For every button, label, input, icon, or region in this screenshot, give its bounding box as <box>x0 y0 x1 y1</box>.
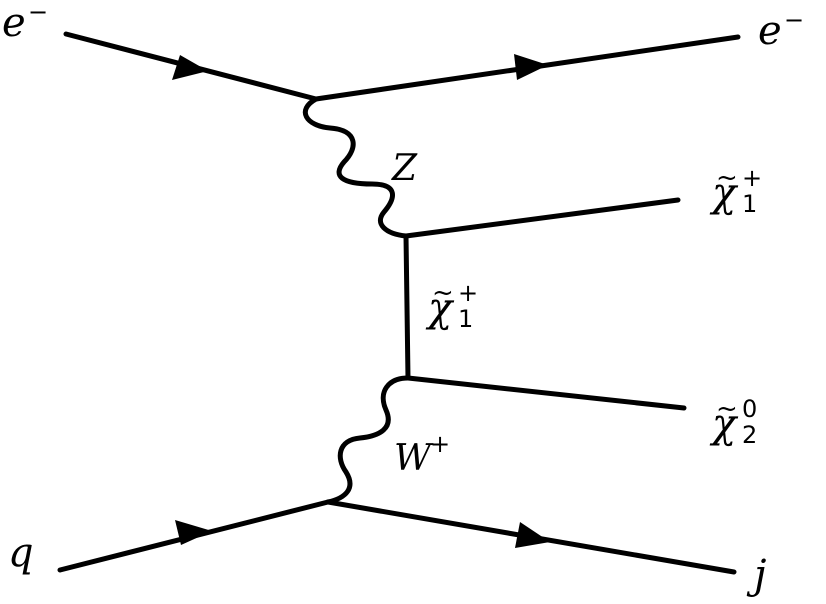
w-boson-propagator <box>325 375 411 505</box>
svg-text:j: j <box>746 552 766 598</box>
electron-outgoing-arrow <box>514 54 548 80</box>
label-neutralino-out: ~ χ 0 2 <box>709 394 757 449</box>
chargino-outgoing-line <box>403 197 681 239</box>
label-jet-out: j <box>746 552 766 598</box>
svg-text:2: 2 <box>742 421 757 449</box>
svg-text:−: − <box>784 6 804 34</box>
svg-text:+: + <box>742 164 762 192</box>
svg-text:+: + <box>430 430 450 458</box>
svg-text:+: + <box>458 279 478 307</box>
svg-text:~: ~ <box>432 278 454 308</box>
svg-text:1: 1 <box>458 305 473 333</box>
label-chargino-propagator: ~ χ + 1 <box>425 278 478 333</box>
svg-text:χ: χ <box>709 170 739 216</box>
label-w-boson: W + <box>394 430 450 479</box>
svg-text:Z: Z <box>391 148 418 189</box>
electron-incoming-arrow <box>172 55 208 80</box>
svg-text:−: − <box>28 0 48 26</box>
svg-text:e: e <box>2 0 26 46</box>
svg-text:0: 0 <box>742 395 757 423</box>
svg-text:χ: χ <box>709 401 739 447</box>
label-electron-in: e − <box>2 0 48 46</box>
svg-text:χ: χ <box>425 285 455 331</box>
quark-incoming-arrow <box>175 520 212 545</box>
svg-text:W: W <box>394 438 434 479</box>
svg-text:~: ~ <box>716 163 738 193</box>
svg-text:~: ~ <box>716 394 738 424</box>
label-electron-out: e − <box>758 6 804 54</box>
label-z-boson: Z <box>391 148 418 189</box>
jet-outgoing-arrow <box>515 522 550 548</box>
chargino-propagator-line <box>403 233 411 381</box>
neutralino-outgoing-line <box>405 375 687 411</box>
label-chargino-out: ~ χ + 1 <box>709 163 762 218</box>
svg-text:e: e <box>758 8 782 54</box>
svg-text:1: 1 <box>742 190 757 218</box>
label-quark-in: q <box>8 530 34 576</box>
svg-text:q: q <box>8 530 34 576</box>
z-boson-propagator <box>302 96 409 239</box>
